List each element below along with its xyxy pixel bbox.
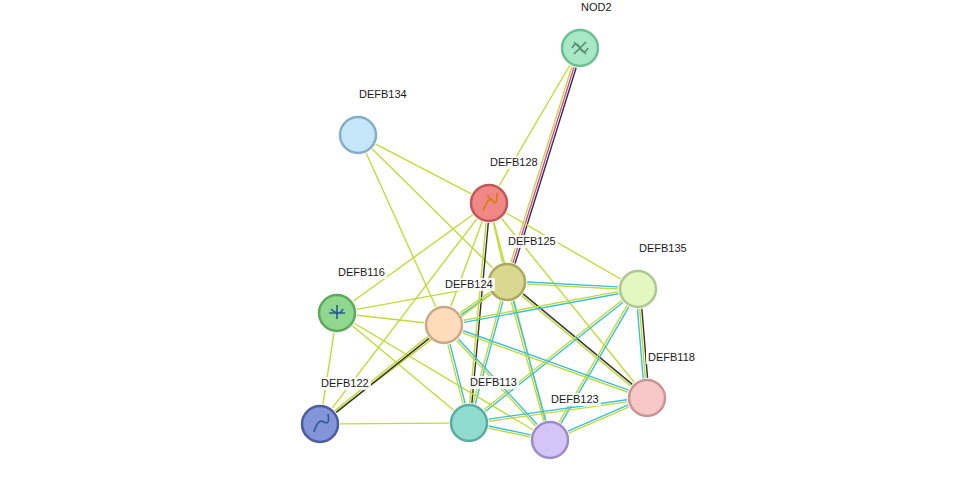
interaction-edge <box>460 292 491 314</box>
evidence-line <box>376 144 471 194</box>
structure-icon <box>314 414 329 432</box>
node-circle <box>627 378 667 418</box>
protein-node: DEFB118 <box>627 378 667 418</box>
node-label: DEFB134 <box>357 88 409 101</box>
evidence-line <box>485 302 623 411</box>
evidence-line <box>460 292 490 312</box>
evidence-line <box>463 331 628 390</box>
evidence-line <box>357 315 424 323</box>
interaction-edge <box>488 426 530 437</box>
interaction-edge <box>335 337 429 413</box>
structure-icon <box>572 42 588 54</box>
interaction-edge <box>340 423 449 425</box>
evidence-line <box>493 223 502 263</box>
node-label: DEFB113 <box>468 376 519 389</box>
interaction-edge <box>493 223 502 263</box>
node-label: DEFB123 <box>549 393 601 406</box>
evidence-line <box>506 213 620 279</box>
node-label: DEFB122 <box>319 377 371 390</box>
node-circle <box>449 403 489 443</box>
interaction-edge <box>637 309 647 378</box>
interaction-edge <box>494 222 545 420</box>
interaction-edge <box>451 222 482 306</box>
node-circle <box>317 293 357 333</box>
node-circle <box>530 420 570 460</box>
protein-node: DEFB123 <box>530 420 570 460</box>
node-label: DEFB124 <box>443 278 495 291</box>
protein-node: DEFB124 <box>424 305 464 345</box>
evidence-line <box>568 405 628 431</box>
evidence-line <box>569 407 629 433</box>
node-label: DEFB116 <box>336 266 387 279</box>
node-label: NOD2 <box>579 1 614 14</box>
interaction-edge <box>568 405 629 433</box>
evidence-line <box>637 309 643 378</box>
evidence-line <box>450 344 465 403</box>
interaction-edge <box>484 301 623 412</box>
evidence-line <box>340 422 449 424</box>
protein-node: DEFB116 <box>317 293 357 333</box>
structure-icon <box>329 305 345 319</box>
evidence-line <box>448 345 463 404</box>
evidence-line <box>463 292 618 321</box>
interaction-edge <box>448 344 465 404</box>
interaction-edge <box>463 292 618 323</box>
protein-node: DEFB128 <box>469 183 509 223</box>
node-circle <box>338 115 378 155</box>
node-circle <box>469 183 509 223</box>
protein-node: DEFB122 <box>300 404 340 444</box>
protein-node: DEFB134 <box>338 115 378 155</box>
structure-icon <box>483 193 497 211</box>
interaction-edge <box>506 213 620 279</box>
protein-node: NOD2 <box>560 28 600 68</box>
evidence-line <box>489 426 531 435</box>
interaction-edge <box>357 315 424 323</box>
evidence-line <box>464 294 619 323</box>
node-circle <box>424 305 464 345</box>
evidence-line <box>335 337 428 411</box>
evidence-line <box>451 222 482 306</box>
node-circle <box>618 269 658 309</box>
node-label: DEFB125 <box>506 235 558 248</box>
node-label: DEFB128 <box>488 156 540 169</box>
evidence-line <box>488 428 530 437</box>
evidence-line <box>511 302 543 421</box>
interaction-edge <box>527 282 618 289</box>
interaction-edge <box>462 331 628 393</box>
node-circle <box>300 404 340 444</box>
evidence-line <box>494 222 545 420</box>
evidence-line <box>323 333 334 404</box>
node-circle <box>560 28 600 68</box>
protein-node: DEFB135 <box>618 269 658 309</box>
node-label: DEFB118 <box>646 351 697 364</box>
interaction-edge <box>376 144 471 194</box>
evidence-line <box>462 333 627 392</box>
interaction-edge <box>323 333 334 404</box>
evidence-line <box>527 284 618 289</box>
evidence-line <box>336 338 429 412</box>
node-label: DEFB135 <box>637 242 689 255</box>
protein-node: DEFB113 <box>449 403 489 443</box>
